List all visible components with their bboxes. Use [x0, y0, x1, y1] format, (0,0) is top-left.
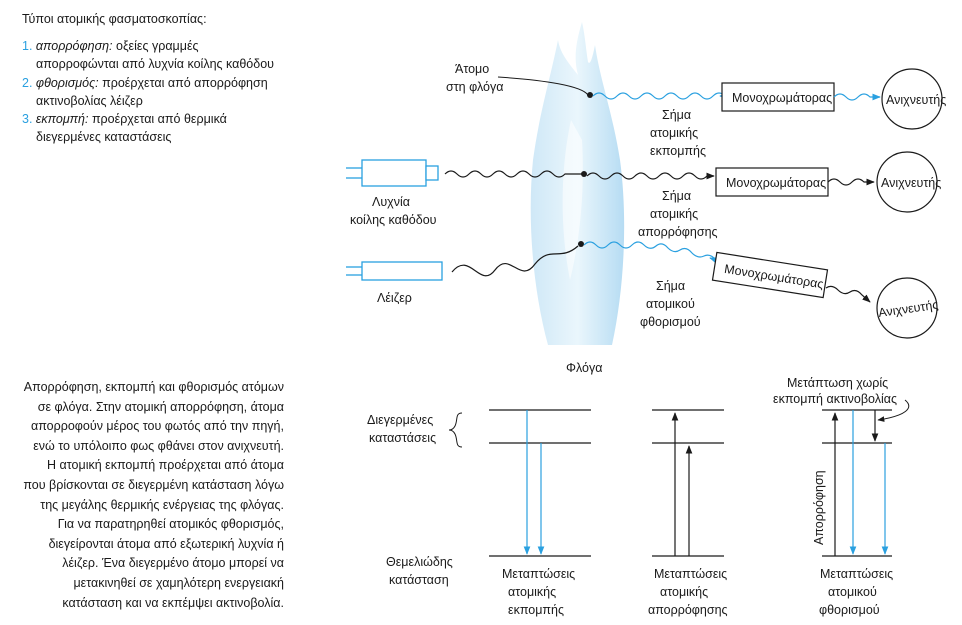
item-number: 1. [22, 39, 33, 53]
transition-label: φθορισμού [819, 603, 880, 617]
transition-label: ατομικής [508, 585, 556, 599]
figure-caption: Απορρόφηση, εκπομπή και φθορισμός ατόμων… [23, 380, 284, 610]
signal-label: εκπομπής [650, 144, 706, 158]
item-term: φθορισμός: [35, 76, 99, 90]
item-number: 3. [22, 112, 33, 126]
signal-label: φθορισμού [640, 315, 701, 329]
flame: Φλόγα [530, 22, 625, 375]
flame-highlight [562, 120, 583, 280]
item-number: 2. [22, 76, 33, 90]
laser-beam-wave [451, 245, 579, 277]
item-text-continued: ακτινοβολίας λέιζερ [36, 94, 143, 108]
absorption-axis-label: Απορρόφηση [812, 470, 826, 545]
ground-state-label: κατάσταση [389, 573, 449, 587]
nonradiative-label: Μετάπτωση χωρίς [787, 376, 888, 390]
detector-label: Ανιχνευτής [886, 93, 946, 107]
item-text-continued: διεγερμένες καταστάσεις [36, 130, 172, 144]
fluorescence-wave [583, 241, 719, 264]
output-wave [833, 93, 881, 101]
laser-source [346, 261, 443, 281]
item-text: οξείες γραμμές [116, 39, 199, 53]
output-wave [825, 285, 871, 303]
transition-label: Μεταπτώσεις [820, 567, 893, 581]
item-term: απορρόφηση: [35, 39, 113, 53]
detector-label: Ανιχνευτής [881, 176, 941, 190]
bracket [448, 412, 463, 448]
transition-label: Μεταπτώσεις [502, 567, 575, 581]
types-heading: Τύποι ατομικής φασματοσκοπίας: [22, 12, 207, 26]
atom-label: Άτομο [455, 62, 489, 76]
signal-label: ατομικού [646, 297, 695, 311]
atom-dot [581, 171, 587, 177]
absorption-energy-levels [652, 409, 724, 557]
item-text-continued: απορροφώνται από λυχνία κοίλης καθόδου [36, 57, 275, 71]
monochromator-label: Μονοχρωμάτορας [726, 176, 826, 190]
transition-label: απορρόφησης [648, 603, 728, 617]
monochromator-box [721, 82, 835, 112]
transition-label: ατομικής [660, 585, 708, 599]
monochromator-box [711, 251, 829, 299]
nonradiative-pointer [877, 399, 910, 422]
flame-label: Φλόγα [566, 361, 602, 375]
signal-label: ατομικής [650, 126, 698, 140]
transition-label: εκπομπής [508, 603, 564, 617]
ground-state-label: Θεμελιώδης [386, 555, 453, 569]
output-wave [827, 178, 875, 186]
signal-label: απορρόφησης [638, 225, 718, 239]
atom-pointer [497, 76, 589, 96]
lamp-label: κοίλης καθόδου [350, 213, 437, 227]
excited-states-label: καταστάσεις [369, 431, 436, 445]
monochromator-label: Μονοχρωμάτορας [732, 91, 832, 105]
detector-circle [876, 277, 938, 339]
list-item: 1. απορρόφηση: οξείες γραμμές [22, 37, 199, 56]
transmitted-wave [586, 172, 715, 180]
emission-wave [592, 92, 728, 100]
monochromator-box-tilted: Μονοχρωμάτορας [711, 251, 829, 299]
item-text: προέρχεται από θερμικά [91, 112, 227, 126]
excited-states-label: Διεγερμένες [367, 413, 433, 427]
signal-label: Σήμα [662, 108, 691, 122]
fluorescence-energy-levels [822, 409, 892, 557]
atom-dot [578, 241, 584, 247]
list-item: 3. εκπομπή: προέρχεται από θερμικά [22, 110, 227, 129]
item-term: εκπομπή: [35, 112, 89, 126]
atom-dot [587, 92, 593, 98]
detector-circle [876, 151, 938, 213]
lamp-label: Λυχνία [372, 195, 410, 209]
item-text: προέρχεται από απορρόφηση [102, 76, 268, 90]
nonradiative-label: εκπομπή ακτινοβολίας [773, 392, 897, 406]
laser-label: Λέιζερ [377, 291, 412, 305]
atom-label: στη φλόγα [446, 80, 503, 94]
hollow-cathode-lamp [346, 159, 439, 187]
list-item: 2. φθορισμός: προέρχεται από απορρόφηση [22, 74, 268, 93]
signal-label: Σήμα [662, 189, 691, 203]
transition-label: Μεταπτώσεις [654, 567, 727, 581]
detector-circle [881, 68, 943, 130]
emission-energy-levels [489, 409, 591, 557]
signal-label: Σήμα [656, 279, 685, 293]
monochromator-box [715, 167, 829, 197]
signal-label: ατομικής [650, 207, 698, 221]
lamp-beam-wave [444, 170, 582, 178]
transition-label: ατομικού [828, 585, 877, 599]
